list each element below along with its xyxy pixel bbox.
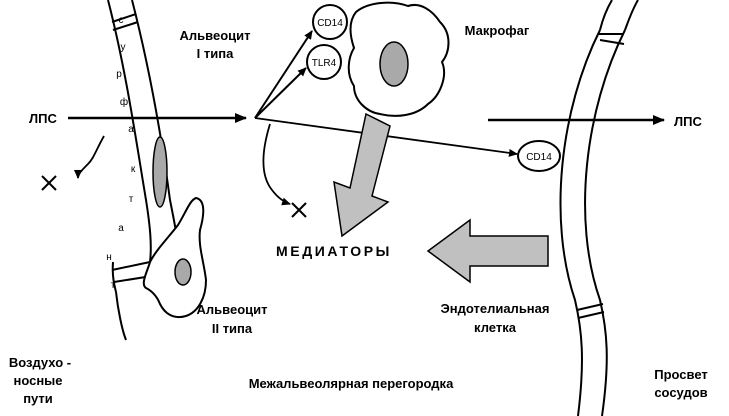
alveocyte2-nucleus (174, 258, 192, 286)
degradation-cross-left (41, 175, 57, 191)
cd14-receptor-endothelial: CD14 (517, 140, 561, 172)
alveolar-wall (107, 0, 177, 341)
alveocyte1-label-line2: I типа (197, 46, 234, 61)
alveocyte1-nucleus (152, 136, 168, 208)
surfactant-letter: т (129, 194, 134, 205)
lps-left-label: ЛПС (29, 111, 57, 126)
alveocyte2-label-line2: II типа (212, 321, 253, 336)
lps-right-label: ЛПС (674, 114, 702, 129)
airways-label-line1: Воздухо - (9, 355, 71, 370)
macrophage-label: Макрофаг (465, 23, 530, 38)
lps-to-cd14-arrow (254, 30, 313, 119)
airways-label-line3: пути (23, 391, 53, 406)
cd14-endo-label: CD14 (526, 152, 552, 163)
endothelial-label-line1: Эндотелиальная (441, 301, 550, 316)
cd14-receptor-macrophage: CD14 (312, 4, 348, 40)
endothelial-label-line2: клетка (474, 320, 517, 335)
lps-degradation-arrow-left (74, 135, 105, 179)
lps-to-tlr4-arrow (254, 67, 307, 119)
surfactant-letter: к (131, 164, 136, 175)
surfactant-label: с у р ф а к т а н т (106, 15, 136, 291)
surfactant-letter: н (106, 252, 112, 263)
surfactant-letter: а (128, 124, 134, 135)
vessel-lumen-label-line1: Просвет (654, 367, 708, 382)
surfactant-letter: р (116, 69, 122, 80)
macrophage-nucleus (379, 41, 409, 87)
degradation-cross-right (291, 202, 307, 218)
cd14-label: CD14 (317, 18, 343, 29)
macrophage-to-mediators-arrow (333, 112, 391, 238)
surfactant-letter: а (118, 223, 124, 234)
lps-degradation-arrow-right (262, 123, 291, 206)
surfactant-letter: у (121, 42, 126, 53)
airways-label-line2: носные (13, 373, 62, 388)
vessel-lumen-label-line2: сосудов (654, 385, 707, 400)
mediators-label: МЕДИАТОРЫ (276, 243, 392, 259)
endothelial-wall (559, 0, 639, 416)
surfactant-letter: т (111, 280, 116, 291)
septum-label: Межальвеолярная перегородка (249, 376, 454, 391)
endothelial-to-mediators-arrow (426, 218, 549, 284)
tlr4-label: TLR4 (312, 58, 337, 69)
alveocyte2-cell (142, 196, 208, 318)
alveocyte2-label-line1: Альвеоцит (197, 302, 268, 317)
tlr4-receptor: TLR4 (306, 44, 342, 80)
surfactant-letter: с (119, 15, 124, 26)
surfactant-letter: ф (120, 96, 128, 108)
alveocyte1-label-line1: Альвеоцит (180, 28, 251, 43)
